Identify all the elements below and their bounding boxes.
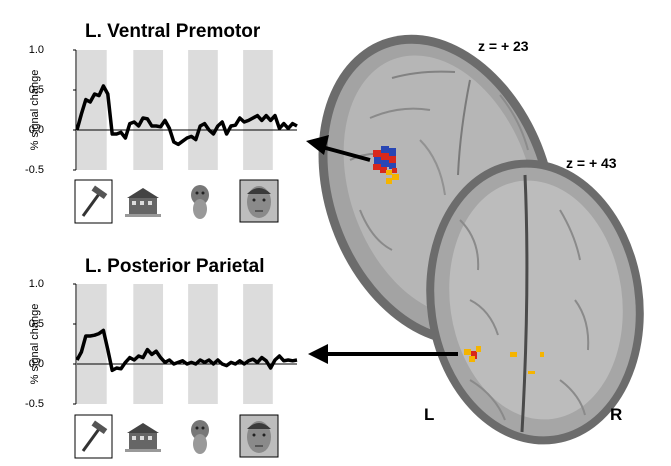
lower-slice-label: z = + 43 bbox=[566, 155, 617, 171]
stimulus-block-houses bbox=[133, 284, 164, 404]
upper-slice-label: z = + 23 bbox=[478, 38, 529, 54]
parietal-y-tick: 0.0 bbox=[29, 358, 44, 370]
stimulus-block-animals bbox=[188, 284, 218, 404]
parietal-title: L. Posterior Parietal bbox=[85, 256, 265, 277]
premotor-title: L. Ventral Premotor bbox=[85, 21, 261, 42]
premotor-y-tick: 0.5 bbox=[29, 84, 44, 96]
left-hemisphere-label: L bbox=[424, 405, 434, 424]
animal-icon bbox=[185, 416, 215, 456]
signal-trace-line bbox=[75, 328, 298, 373]
parietal-y-tick: -0.5 bbox=[25, 398, 44, 410]
parietal-y-axis-label: % signal change bbox=[29, 304, 41, 385]
stimulus-block-tools bbox=[77, 284, 107, 404]
parietal-y-tick: 0.5 bbox=[29, 318, 44, 330]
signal-trace-line bbox=[75, 84, 298, 147]
premotor-y-tick: 1.0 bbox=[29, 44, 44, 56]
arrow-parietal bbox=[308, 344, 458, 364]
face-icon bbox=[239, 414, 279, 458]
stimulus-block-faces bbox=[243, 50, 273, 170]
premotor-y-tick: -0.5 bbox=[25, 164, 44, 176]
parietal-y-tick: 1.0 bbox=[29, 278, 44, 290]
hammer-icon bbox=[74, 414, 113, 459]
hammer-icon bbox=[74, 179, 113, 224]
animal-icon bbox=[185, 181, 215, 221]
premotor-y-tick: 0.0 bbox=[29, 124, 44, 136]
premotor-y-axis-label: % signal change bbox=[29, 70, 41, 151]
arrow-premotor bbox=[306, 135, 371, 162]
stimulus-block-houses bbox=[133, 50, 164, 170]
lower-brain-slice bbox=[426, 159, 644, 445]
face-icon bbox=[239, 179, 279, 223]
right-hemisphere-label: R bbox=[610, 405, 622, 424]
activation-parietal bbox=[464, 346, 544, 374]
premotor-panel: L. Ventral Premotor % signal change 1.0 … bbox=[25, 21, 298, 224]
house-icon bbox=[125, 417, 161, 455]
stimulus-block-animals bbox=[188, 50, 218, 170]
activation-premotor bbox=[373, 146, 399, 184]
stimulus-block-faces bbox=[243, 284, 273, 404]
parietal-panel: L. Posterior Parietal % signal change 1.… bbox=[25, 256, 298, 459]
house-icon bbox=[125, 182, 161, 220]
